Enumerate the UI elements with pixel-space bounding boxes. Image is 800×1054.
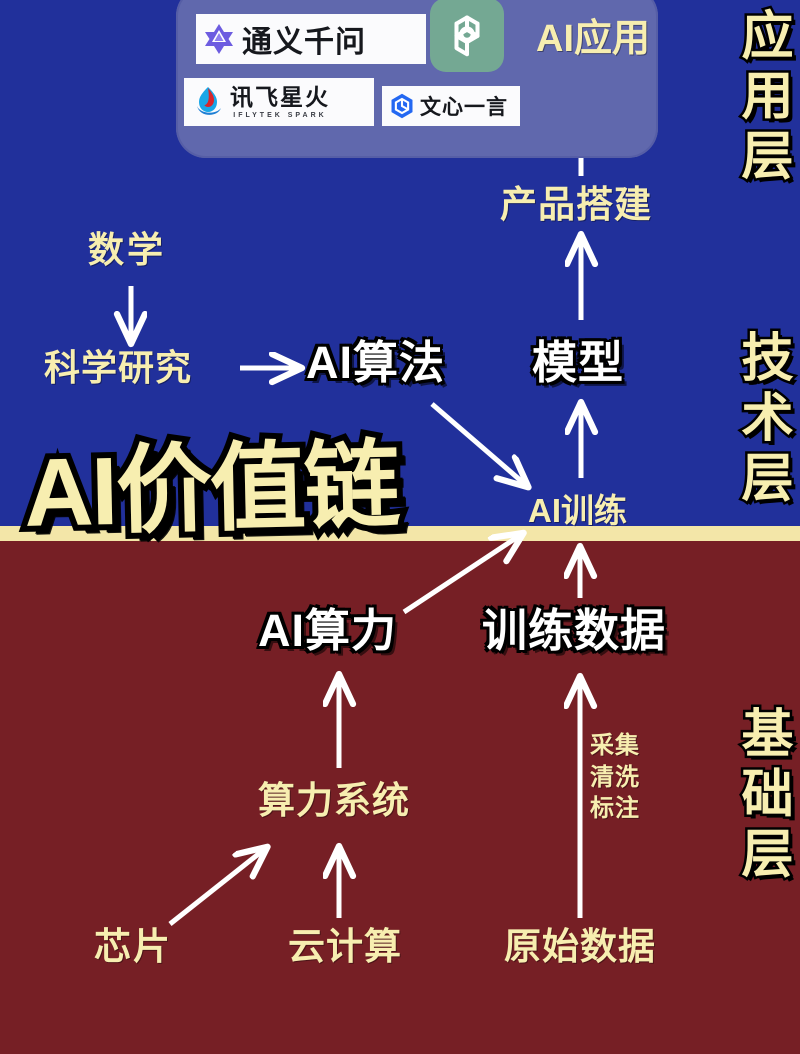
logo-label-iflytek-spark: 讯飞星火 [230, 83, 330, 110]
node-ai-algorithm[interactable]: AI算法 [304, 337, 446, 388]
iflytek-flame-icon [197, 87, 221, 115]
node-raw-data[interactable]: 原始数据 [504, 926, 656, 967]
node-ai-application[interactable]: AI应用 [536, 18, 651, 60]
band-divider [0, 526, 800, 541]
ernie-hexagon-icon [391, 93, 413, 119]
node-ai-compute[interactable]: AI算力 [256, 605, 398, 656]
node-research[interactable]: 科学研究 [44, 347, 193, 388]
node-compute-system[interactable]: 算力系统 [258, 780, 410, 821]
layer-label-foundation: 基础层 [731, 704, 794, 889]
logo-tile-iflytek-spark[interactable]: 讯飞星火 IFLYTEK SPARK [184, 78, 374, 126]
logo-sublabel-iflytek-spark: IFLYTEK SPARK [233, 111, 327, 119]
edge-label-annotate: 标注 [590, 795, 640, 823]
logo-tile-tongyi-qianwen[interactable]: 通义千问 [196, 14, 426, 64]
page-title: AI价值链 [17, 426, 405, 553]
node-ai-training[interactable]: AI训练 [528, 492, 627, 529]
node-training-data[interactable]: 训练数据 [480, 605, 667, 656]
logo-label-tongyi-qianwen: 通义千问 [242, 26, 366, 59]
edge-label-clean: 清洗 [590, 763, 640, 791]
layer-label-technology: 技术层 [731, 328, 794, 513]
edge-label-data-pipeline: 采集 清洗 标注 [590, 730, 640, 825]
logo-label-ernie-bot: 文心一言 [420, 96, 508, 119]
openai-knot-icon [454, 15, 480, 57]
band-foundation [0, 541, 800, 1054]
node-cloud-computing[interactable]: 云计算 [288, 926, 402, 967]
ai-product-logo-panel: 通义千问 讯飞星火 IFLYTE [176, 0, 658, 158]
node-chip[interactable]: 芯片 [94, 926, 172, 967]
edge-label-collect: 采集 [590, 732, 640, 759]
layer-label-application: 应用层 [731, 6, 794, 191]
qwen-star-icon [205, 24, 233, 54]
logo-tile-openai[interactable] [430, 0, 504, 72]
logo-tile-ernie-bot[interactable]: 文心一言 [382, 86, 520, 126]
node-product-build[interactable]: 产品搭建 [500, 184, 652, 225]
node-math[interactable]: 数学 [88, 229, 167, 270]
node-model[interactable]: 模型 [530, 337, 625, 388]
